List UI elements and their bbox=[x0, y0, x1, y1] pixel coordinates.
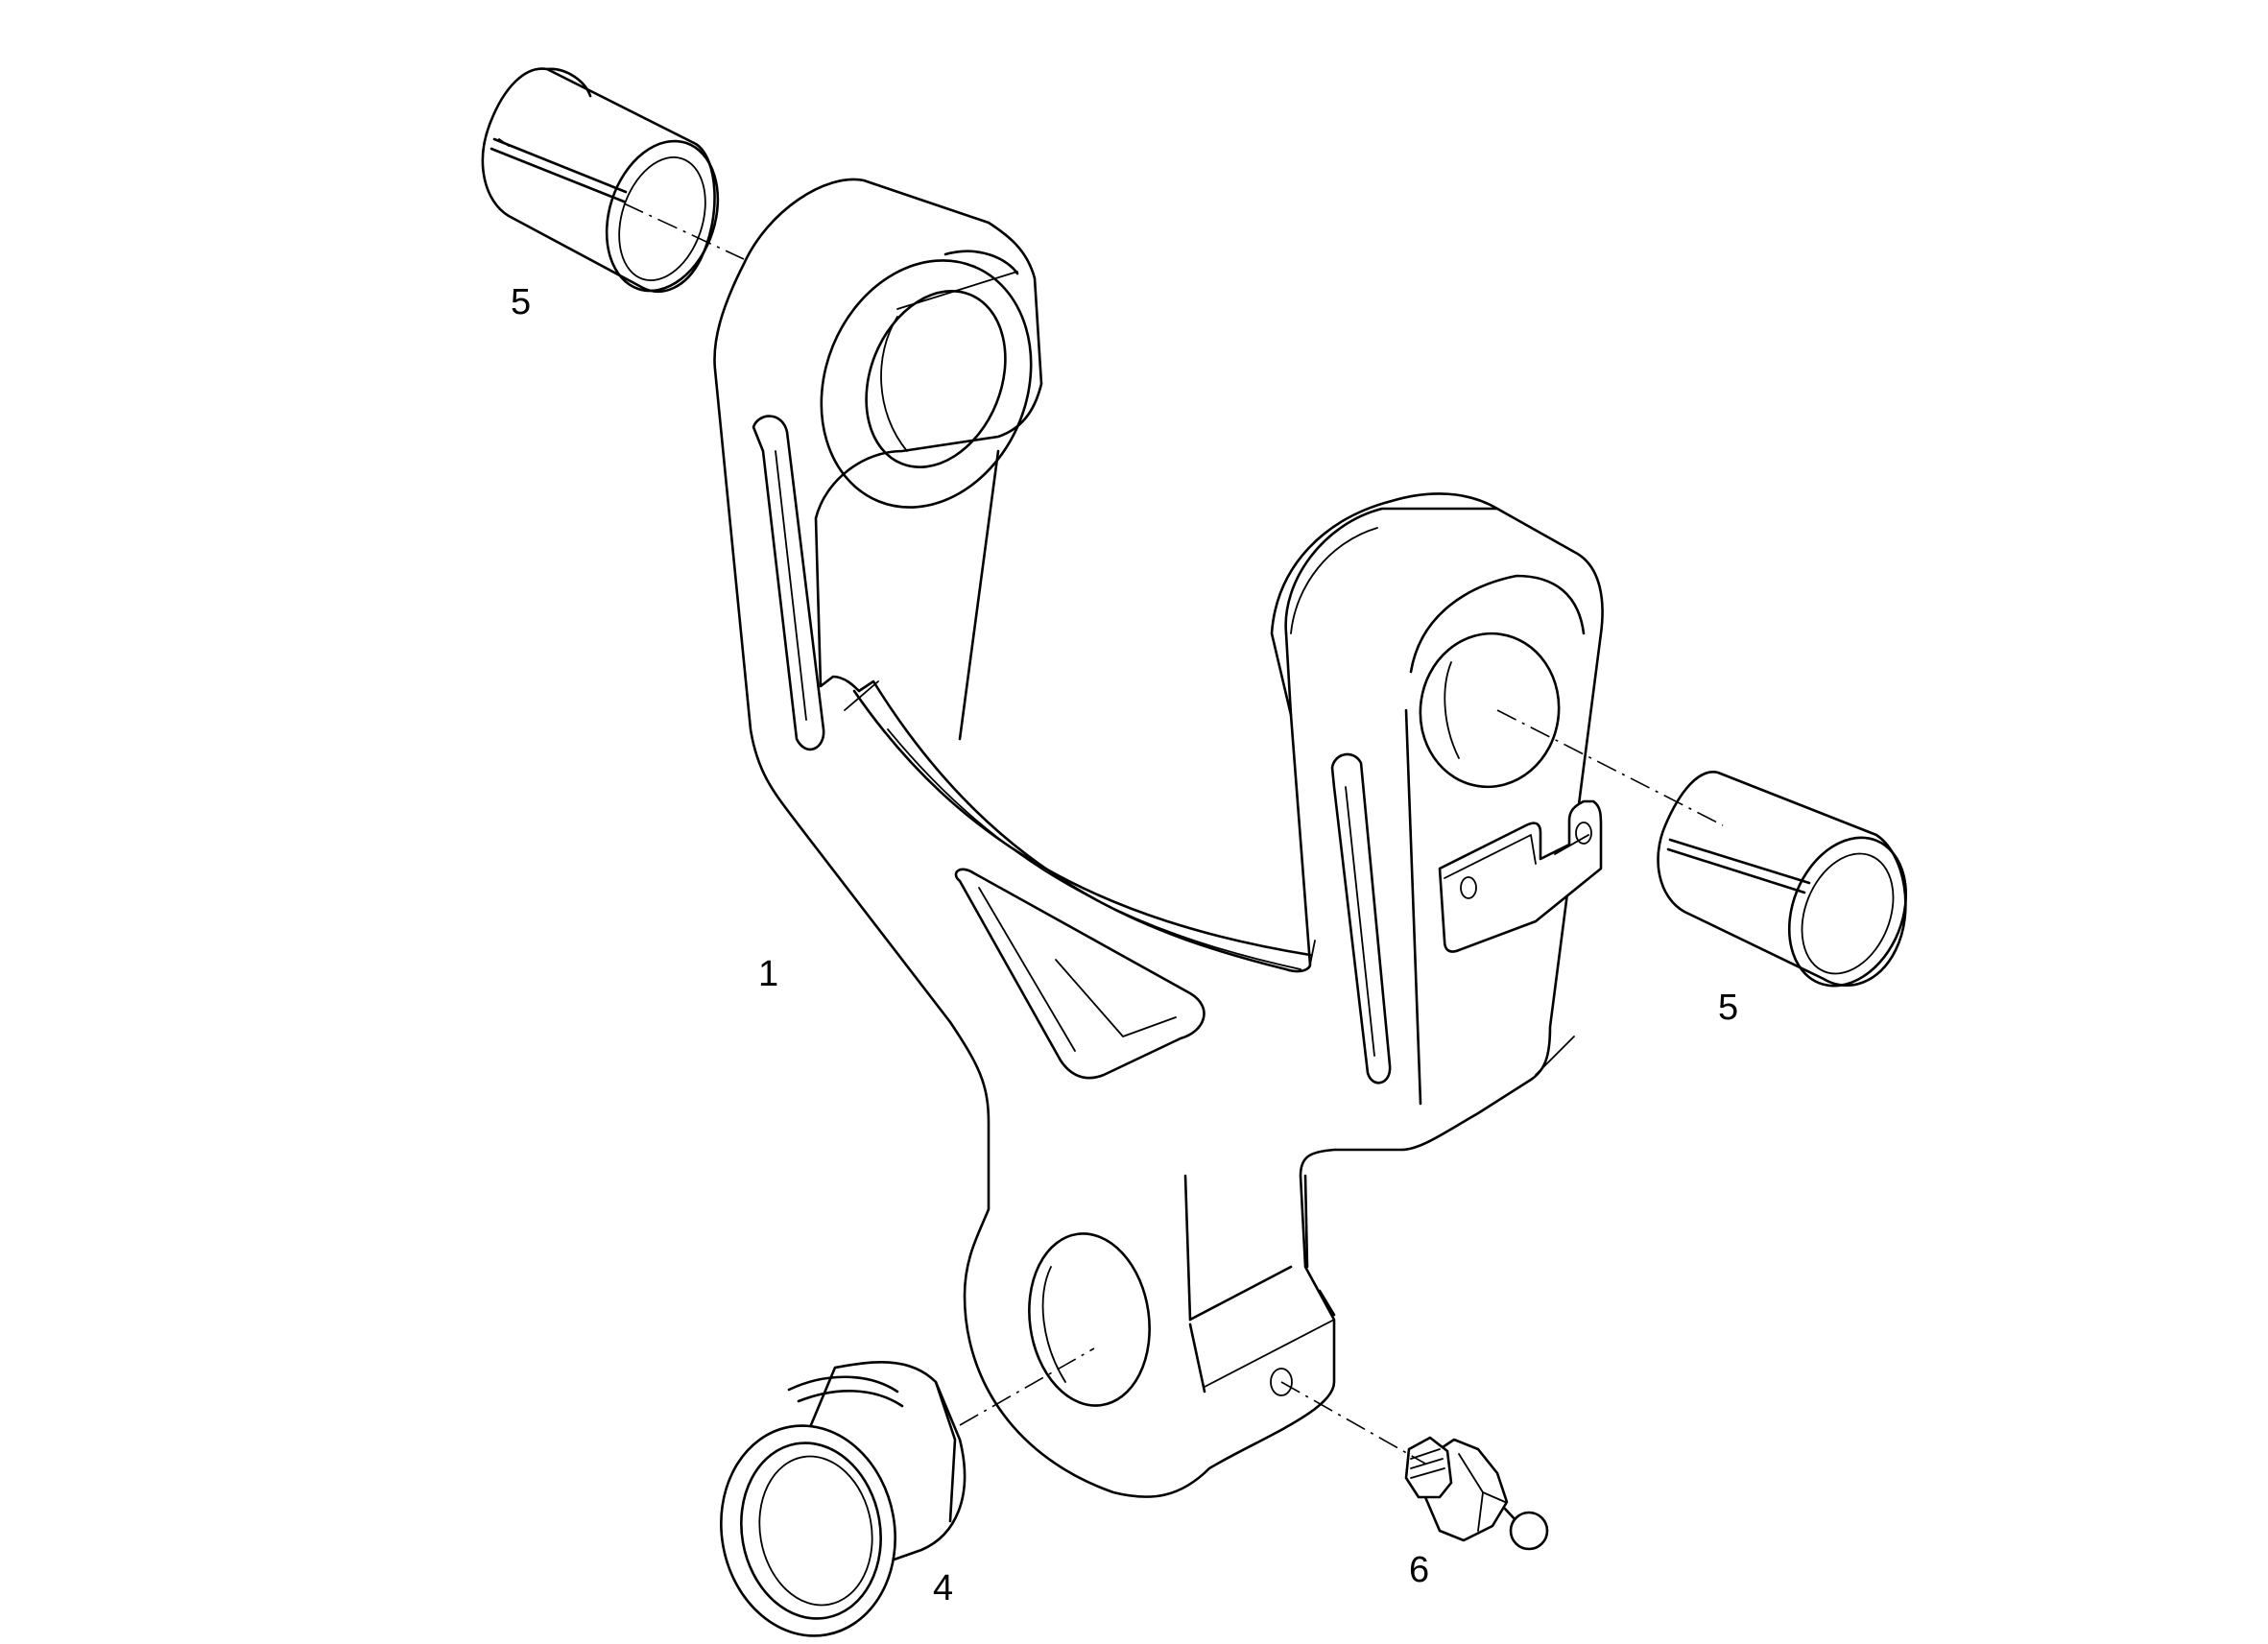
callout-5-right: 5 bbox=[1718, 988, 1738, 1028]
callout-1: 1 bbox=[758, 954, 778, 994]
center-lines bbox=[623, 203, 1724, 1465]
callout-4: 4 bbox=[933, 1568, 953, 1608]
bushing-right bbox=[1657, 771, 1908, 988]
callout-5-upper-left: 5 bbox=[511, 282, 531, 322]
bushing-upper-left bbox=[481, 67, 720, 293]
bracket-part bbox=[713, 178, 1604, 1498]
callout-6: 6 bbox=[1409, 1550, 1429, 1590]
bushing-lower bbox=[720, 1361, 967, 1637]
grease-nipple bbox=[1404, 1436, 1549, 1551]
